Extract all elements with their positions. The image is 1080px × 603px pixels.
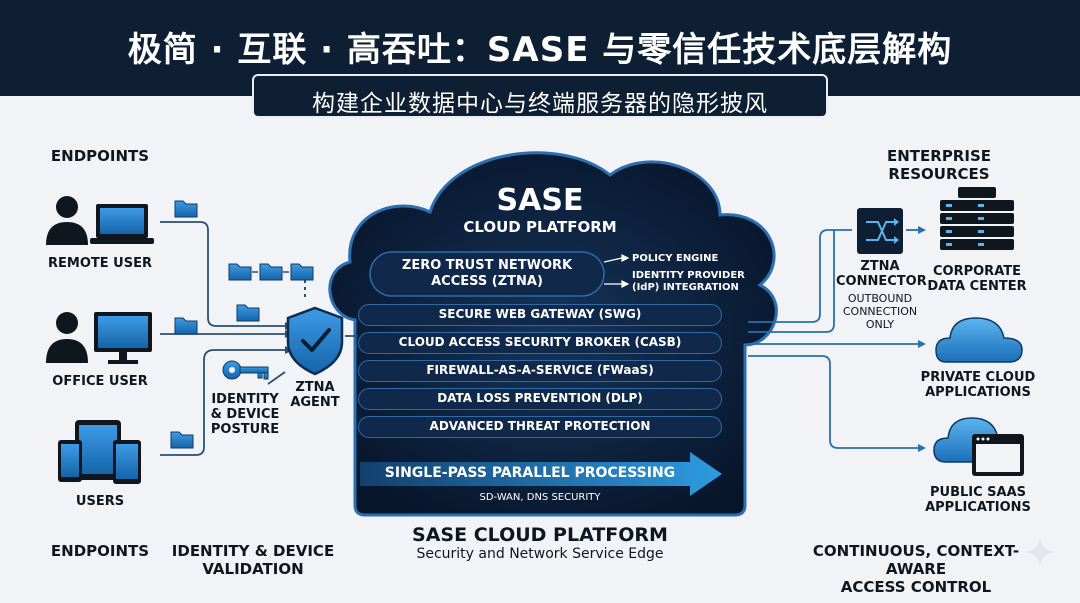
service-fwaas: FIREWALL-AS-A-SERVICE (FWaaS) xyxy=(358,360,722,382)
server-lights xyxy=(946,204,984,246)
ztna-label: ZERO TRUST NETWORK ACCESS (ZTNA) xyxy=(401,258,573,289)
private-cloud-icon xyxy=(935,317,1023,363)
sase-platform-footer: SASE CLOUD PLATFORM xyxy=(412,524,668,546)
datacenter-label: CORPORATE DATA CENTER xyxy=(927,264,1027,294)
idp-label: IDENTITY PROVIDER (IdP) INTEGRATION xyxy=(632,270,745,293)
policy-engine-label: POLICY ENGINE xyxy=(632,253,719,264)
right-connector-lines xyxy=(748,229,918,449)
subtitle-box: 构建企业数据中心与终端服务器的隐形披风 xyxy=(252,74,828,118)
ztna-arrows xyxy=(603,254,630,288)
left-connector-lines xyxy=(160,221,358,456)
endpoints-heading: ENDPOINTS xyxy=(50,147,150,165)
public-saas-label: PUBLIC SAAS APPLICATIONS xyxy=(925,485,1031,515)
sase-title: SASE xyxy=(496,183,584,218)
shield-icon xyxy=(286,306,344,376)
ztna-pill xyxy=(369,251,605,297)
ztna-connector-icon xyxy=(857,208,903,254)
page-subtitle: 构建企业数据中心与终端服务器的隐形披风 xyxy=(312,91,768,117)
processing-label: SINGLE-PASS PARALLEL PROCESSING xyxy=(384,465,676,481)
service-casb: CLOUD ACCESS SECURITY BROKER (CASB) xyxy=(358,332,722,354)
cloud-platform-label: CLOUD PLATFORM xyxy=(463,218,617,236)
saas-cloud-icon xyxy=(933,417,1024,476)
endpoints-footer: ENDPOINTS xyxy=(50,542,150,560)
outbound-label: OUTBOUND CONNECTION ONLY xyxy=(842,292,918,331)
office-user-label: OFFICE USER xyxy=(52,374,148,389)
service-edge-footer: Security and Network Service Edge xyxy=(416,546,664,562)
remote-user-label: REMOTE USER xyxy=(48,256,152,271)
office-user-icon xyxy=(46,312,152,364)
mobile-devices-icon xyxy=(58,420,141,484)
identity-posture-label: IDENTITY & DEVICE POSTURE xyxy=(210,392,280,437)
service-atp: ADVANCED THREAT PROTECTION xyxy=(358,416,722,438)
access-control-footer: CONTINUOUS, CONTEXT-AWARE ACCESS CONTROL xyxy=(812,542,1020,596)
ztna-connector-label: ZTNA CONNECTOR xyxy=(836,259,927,289)
sparkle-icon xyxy=(1026,538,1054,566)
enterprise-resources-heading: ENTERPRISE RESOURCES xyxy=(886,147,991,183)
ztna-agent-label: ZTNA AGENT xyxy=(290,380,340,410)
sdwan-label: SD-WAN, DNS SECURITY xyxy=(479,492,601,503)
right-arrowheads xyxy=(918,226,926,452)
single-pass-arrow xyxy=(360,452,722,496)
service-swg: SECURE WEB GATEWAY (SWG) xyxy=(358,304,722,326)
identity-validation-footer: IDENTITY & DEVICE VALIDATION xyxy=(171,542,335,578)
page-title: 极简 · 互联 · 高吞吐：SASE 与零信任技术底层解构 xyxy=(127,30,953,70)
service-dlp: DATA LOSS PREVENTION (DLP) xyxy=(358,388,722,410)
private-cloud-label: PRIVATE CLOUD APPLICATIONS xyxy=(920,370,1036,400)
key-hole xyxy=(229,367,235,373)
server-rack-icon xyxy=(940,187,1014,250)
users-label: USERS xyxy=(75,494,125,509)
remote-user-icon xyxy=(46,196,154,245)
folder-icon xyxy=(170,200,314,449)
